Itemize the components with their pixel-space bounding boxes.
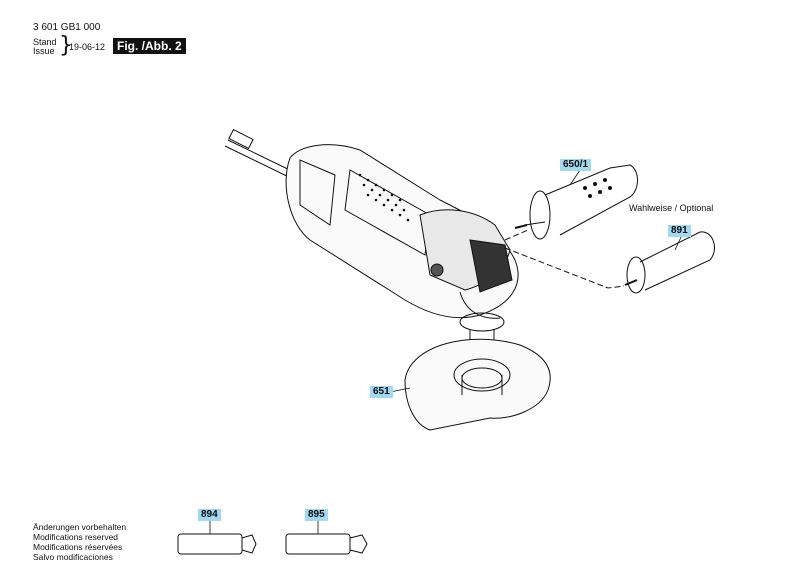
grip-texture xyxy=(358,173,410,222)
part-label-650-1: 650/1 xyxy=(560,159,592,171)
figure-label: Fig. /Abb. 2 xyxy=(113,38,186,54)
part-label-891: 891 xyxy=(668,225,691,237)
document-number: 3 601 GB1 000 xyxy=(33,22,101,33)
auxiliary-handle-650-1 xyxy=(514,164,638,240)
spanner-895 xyxy=(285,533,368,555)
wheel-guard-651 xyxy=(404,338,551,431)
part-label-894: 894 xyxy=(198,509,221,521)
leader-lines xyxy=(209,169,683,534)
issue-date: 19-06-12 xyxy=(69,42,106,52)
part-label-651: 651 xyxy=(370,386,393,398)
issue-label: Issue xyxy=(33,46,55,56)
angle-grinder-body xyxy=(285,144,519,346)
stand-label: Stand xyxy=(33,37,57,47)
stand-issue-labels: Stand Issue xyxy=(33,38,57,56)
brace-glyph: } xyxy=(59,33,73,58)
modification-notes: Änderungen vorbehalten Modifications res… xyxy=(33,522,126,562)
note-en: Modifications reserved xyxy=(33,532,119,542)
side-handle-891 xyxy=(624,231,715,294)
optional-label: Wahlweise / Optional xyxy=(629,203,714,213)
note-de: Änderungen vorbehalten xyxy=(33,522,127,532)
note-es: Salvo modificaciones xyxy=(33,552,113,562)
note-fr: Modifications réservées xyxy=(33,542,123,552)
part-label-895: 895 xyxy=(305,509,328,521)
spanner-894 xyxy=(177,533,257,555)
